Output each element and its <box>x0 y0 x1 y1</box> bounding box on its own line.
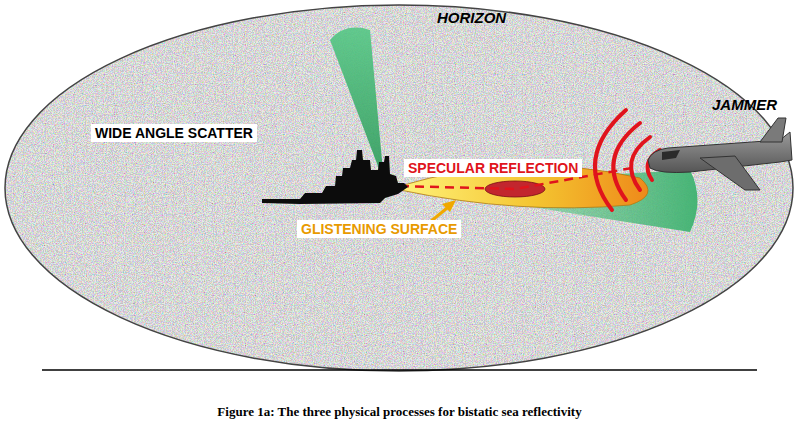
scatter-label: WIDE ANGLE SCATTER <box>91 124 257 142</box>
jammer-aircraft <box>648 118 792 190</box>
specular-label: SPECULAR REFLECTION <box>404 159 582 177</box>
glistening-label: GLISTENING SURFACE <box>297 220 461 238</box>
figure-caption: Figure 1a: The three physical processes … <box>0 404 799 420</box>
jammer-label: JAMMER <box>712 96 777 113</box>
horizon-label: HORIZON <box>437 9 506 26</box>
